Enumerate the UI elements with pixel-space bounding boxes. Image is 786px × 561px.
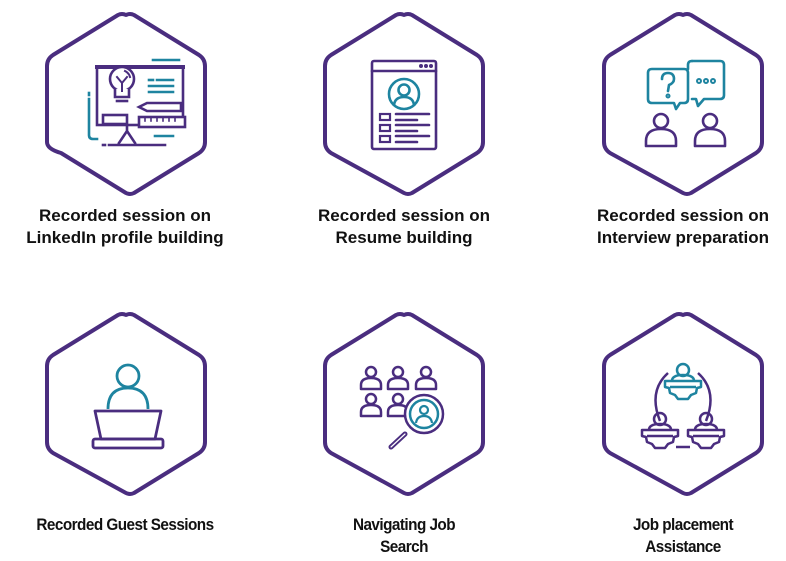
resume-document-icon	[370, 59, 438, 151]
card-label: Recorded session on LinkedIn profile bui…	[26, 206, 224, 247]
presentation-board-lightbulb-icon	[87, 58, 187, 147]
hexagon-border	[323, 12, 485, 196]
speaker-podium-icon	[91, 363, 165, 450]
card-label: Job placement Assistance	[632, 515, 734, 556]
hexagon-border	[45, 312, 207, 496]
hexagon-frame	[321, 311, 487, 497]
hexagon-frame	[600, 311, 766, 497]
team-gears-icon	[640, 362, 726, 450]
card-label: Navigating Job Search	[352, 515, 456, 556]
hexagon-frame	[43, 311, 209, 497]
hexagon-border	[323, 312, 485, 496]
hexagon-frame	[43, 11, 209, 197]
hexagon-border	[602, 12, 764, 196]
card-label: Recorded session on Interview preparatio…	[597, 206, 769, 247]
card-label: Recorded Guest Sessions	[36, 515, 214, 534]
hexagon-border	[45, 12, 207, 196]
hexagon-frame	[321, 11, 487, 197]
hexagon-border	[602, 312, 764, 496]
interview-chat-icon	[644, 59, 727, 148]
hexagon-frame	[600, 11, 766, 197]
people-search-icon	[359, 365, 445, 450]
card-label: Recorded session on Resume building	[318, 206, 490, 247]
